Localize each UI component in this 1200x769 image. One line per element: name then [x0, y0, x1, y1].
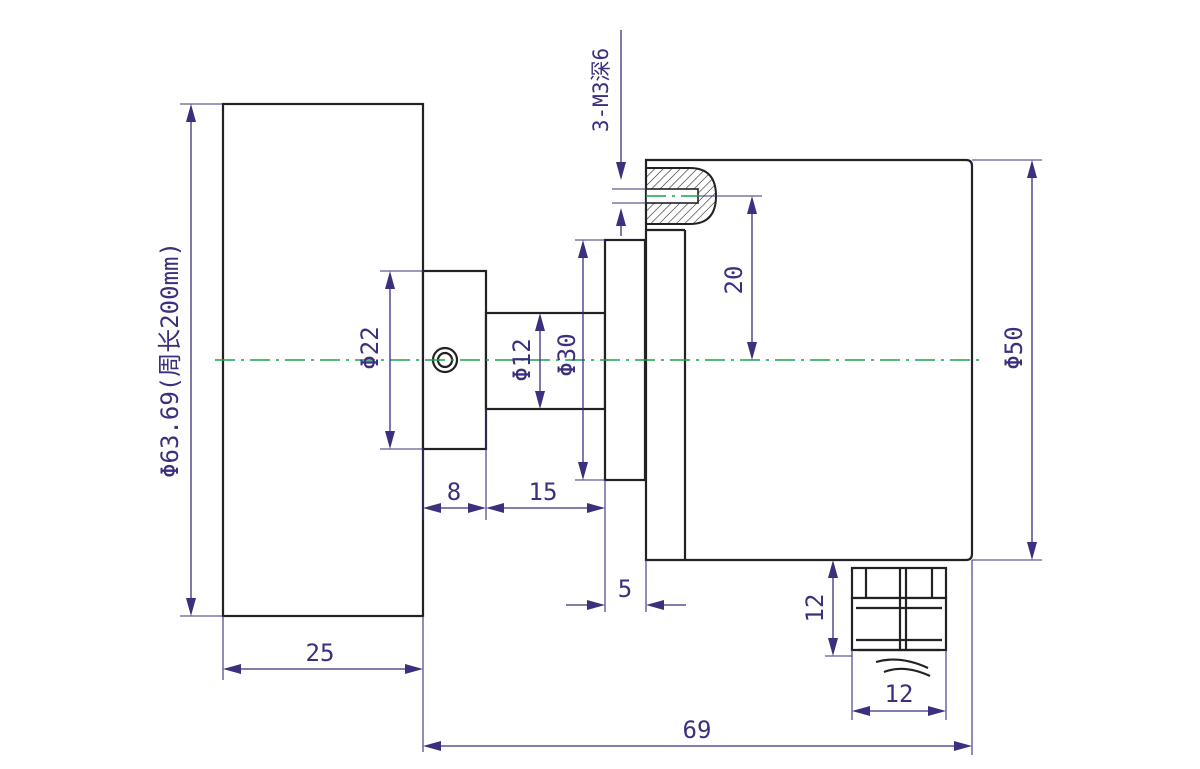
flange-thickness-label: 5 — [618, 575, 632, 603]
wheel-diameter-label: Φ63.69(周长200mm) — [156, 242, 184, 478]
hub-length-label: 8 — [447, 478, 461, 506]
encoder-body — [644, 158, 974, 562]
dim-body-diameter: Φ50 — [972, 159, 1042, 561]
connector-width-label: 12 — [885, 680, 914, 708]
overall-length-label: 69 — [683, 716, 712, 744]
dim-flange-diameter: Φ30 — [553, 239, 605, 481]
dim-wheel-width: 25 — [222, 616, 424, 752]
connector-height-label: 12 — [801, 594, 829, 623]
dimension-annotations: Φ63.69(周长200mm) Φ22 Φ12 Φ30 — [156, 30, 1042, 755]
flange-diameter-label: Φ30 — [553, 333, 581, 376]
hole-spec-label: 3-M3深6 — [589, 48, 613, 132]
dim-shaft-diameter: Φ12 — [508, 313, 545, 409]
hole-offset-label: 20 — [720, 266, 748, 295]
dim-connector-height: 12 — [801, 560, 852, 657]
dim-hub-shaft-length: 8 15 — [422, 409, 606, 612]
threaded-hole-section — [645, 167, 718, 225]
body-diameter-label: Φ50 — [1000, 326, 1028, 369]
dim-connector-width: 12 — [851, 650, 947, 720]
shaft-length-label: 15 — [529, 478, 558, 506]
hub-diameter-label: Φ22 — [356, 326, 384, 369]
encoder-shaft — [484, 311, 607, 411]
dim-wheel-diameter: Φ63.69(周长200mm) — [156, 103, 223, 617]
dim-flange-thickness: 5 — [566, 560, 686, 612]
part-outlines — [221, 102, 974, 677]
dim-hub-diameter: Φ22 — [356, 270, 423, 450]
wheel-width-label: 25 — [306, 639, 335, 667]
dim-hole-offset: 20 — [700, 195, 762, 360]
dim-hole-spec: 3-M3深6 — [589, 30, 646, 236]
cable-connector — [850, 566, 948, 677]
shaft-diameter-label: Φ12 — [508, 338, 536, 381]
dim-overall-length: 69 — [423, 560, 973, 755]
